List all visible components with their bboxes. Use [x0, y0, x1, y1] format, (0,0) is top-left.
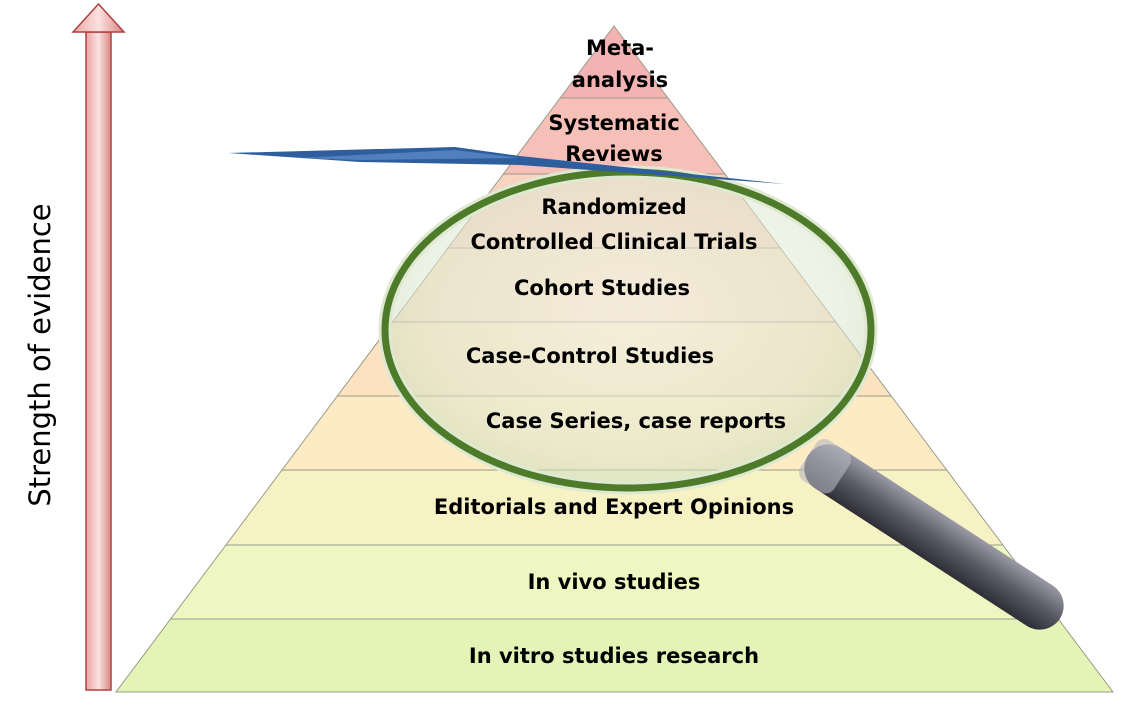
- tier-label: analysis: [572, 68, 668, 92]
- tier-label: Randomized: [541, 195, 686, 219]
- tier-label: Cohort Studies: [514, 276, 690, 300]
- tier-label: In vivo studies: [528, 570, 701, 594]
- tier-label: Reviews: [565, 142, 662, 166]
- tier-label: Editorials and Expert Opinions: [434, 495, 794, 519]
- tier-label: Case Series, case reports: [486, 409, 786, 433]
- tier-label: Systematic: [548, 111, 679, 135]
- tier-label: Case-Control Studies: [466, 344, 714, 368]
- tier-labels: Meta-analysisSystematicReviewsRandomized…: [434, 36, 794, 668]
- tier-label: Controlled Clinical Trials: [470, 230, 757, 254]
- tier-label: Meta-: [586, 36, 654, 60]
- pen-icon: [228, 147, 785, 184]
- tier-label: In vitro studies research: [469, 644, 759, 668]
- magnifying-glass-icon: [378, 165, 1064, 630]
- strength-arrow: [71, 2, 126, 691]
- axis-label: Strength of evidence: [23, 203, 57, 507]
- pyramid-tier: [115, 618, 1114, 693]
